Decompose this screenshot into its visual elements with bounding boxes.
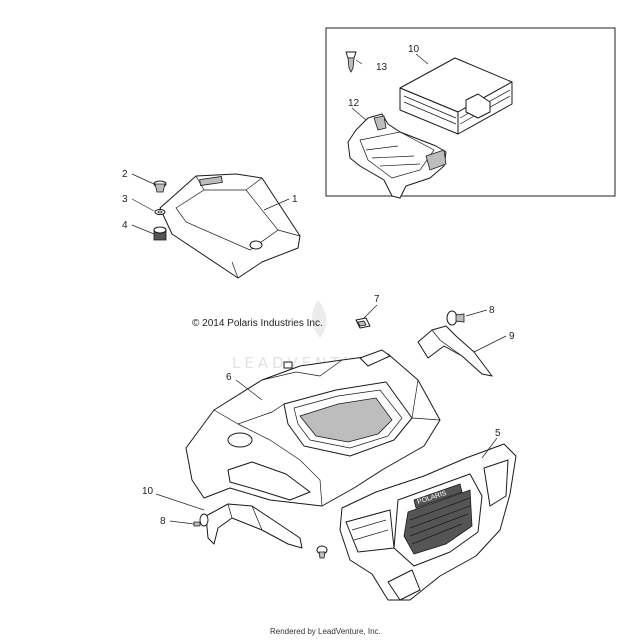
- callouts: 13 10 12 1 2 3 4 7 8 9 6 5 10 8: [122, 44, 515, 527]
- leader-lines: [131, 53, 507, 525]
- kit-box-frame: [325, 27, 616, 197]
- callout-11: 10: [408, 44, 420, 55]
- part-10-side-panel: [205, 503, 303, 549]
- callout-13: 13: [376, 62, 388, 73]
- callout-5: 5: [495, 428, 501, 439]
- part-1-cover: [159, 173, 301, 279]
- callout-4: 4: [122, 220, 128, 231]
- part-2-fastener: [153, 180, 167, 193]
- callout-12: 12: [348, 98, 360, 109]
- callout-8-lower: 8: [160, 516, 166, 527]
- part-9-side-trim: [417, 325, 493, 377]
- callout-7: 7: [374, 294, 380, 305]
- callout-2: 2: [122, 169, 128, 180]
- part-7-clip: [355, 317, 371, 329]
- callout-9: 9: [509, 331, 515, 342]
- watermark-flame-icon: [312, 300, 327, 338]
- part-11-storage-case: [399, 57, 513, 135]
- part-3-washer: [154, 209, 166, 215]
- part-6-hood: [185, 349, 441, 507]
- part-8-rivet-lower: [193, 513, 209, 527]
- callout-8-upper: 8: [489, 305, 495, 316]
- loose-rivet: [316, 545, 328, 559]
- footer-text: Rendered by LeadVenture, Inc.: [270, 627, 381, 636]
- part-12-tray: [347, 113, 447, 199]
- copyright-text: © 2014 Polaris Industries Inc.: [192, 318, 323, 329]
- part-5-front-fascia: POLARIS: [339, 443, 517, 601]
- callout-10: 10: [142, 486, 154, 497]
- callout-6: 6: [226, 372, 232, 383]
- callout-1: 1: [292, 194, 298, 205]
- callout-3: 3: [122, 194, 128, 205]
- part-4-grommet: [153, 226, 167, 241]
- part-13-screw: [345, 51, 357, 73]
- part-8-rivet-upper: [446, 310, 465, 326]
